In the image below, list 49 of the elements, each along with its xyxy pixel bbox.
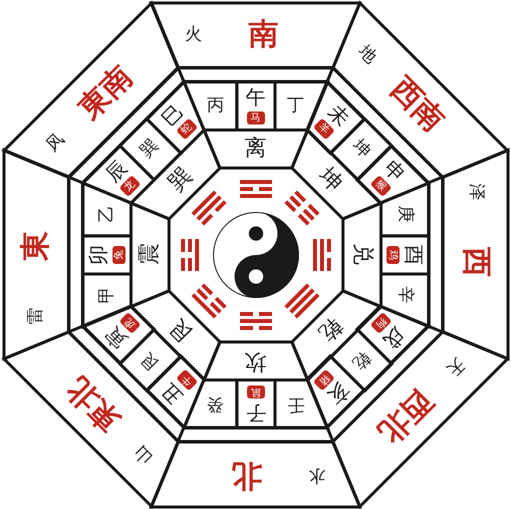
mountain-label: 甲 [98,286,115,303]
trigram-name-label: 艮 [164,314,196,345]
direction-label: 西 [460,247,490,278]
direction-label: 南 [248,20,278,50]
zodiac-badge: 马 [246,111,264,124]
element-label: 风 [44,130,68,155]
element-label: 雷 [27,308,44,325]
trigram-name-label: 坎 [244,350,266,372]
mountain-label: 乾 [348,348,373,372]
zodiac-badge: 鸡 [386,246,399,264]
mountain-label: 巽 [138,137,162,162]
mountain-label: 子 [246,402,266,422]
trigram-name-label: 震 [138,243,160,266]
mountain-label: 酉 [404,244,424,264]
trigram-name-sector [202,340,310,382]
zodiac-badge: 虎 [119,312,142,334]
mountain-label: 丁 [287,97,304,114]
mountain-label: 乙 [98,206,115,223]
direction-label: 西南 [384,72,449,136]
mountain-label: 丙 [206,97,224,114]
trigram-name-label: 坤 [314,164,346,196]
element-label: 地 [355,43,380,68]
element-label: 泽 [467,184,484,201]
mountain-label: 午 [246,86,266,106]
element-label: 天 [442,354,467,378]
mountain-label: 庚 [396,206,413,223]
mountain-label: 壬 [287,395,304,412]
direction-label: 東 [20,231,50,262]
mountain-label: 艮 [138,348,162,372]
direction-label: 西北 [374,384,438,448]
element-label: 水 [308,466,326,483]
zodiac-badge: 兔 [112,246,125,264]
trigram-name-sector [128,200,170,308]
trigram-name-label: 离 [244,138,266,160]
mountain-label: 癸 [206,395,224,412]
mountain-label: 辛 [396,286,413,303]
trigram-name-label: 巽 [164,164,196,196]
trigram-name-sector [340,200,382,308]
element-label: 山 [132,442,156,466]
direction-label: 東南 [74,61,138,126]
trigram-name-sector [202,128,310,170]
trigram-name-label: 乾 [314,314,346,345]
mountain-label: 坤 [348,137,373,162]
zodiac-badge: 鼠 [246,385,264,398]
direction-label: 北 [232,460,262,490]
trigram-name-label: 兑 [350,243,372,266]
direction-label: 東北 [62,372,126,436]
mountain-label: 卯 [88,244,108,264]
element-label: 火 [184,26,202,43]
